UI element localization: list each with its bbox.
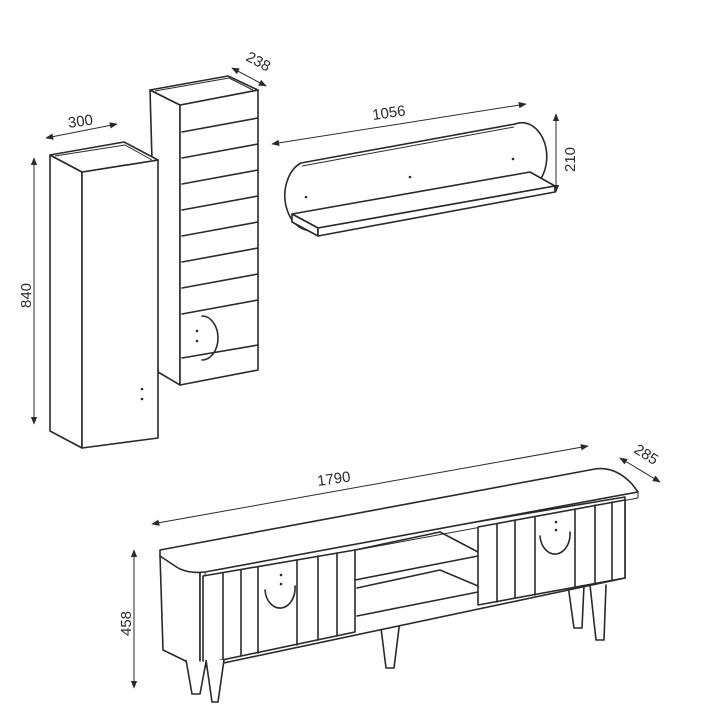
dimension-shelf-height: 210 (552, 113, 579, 193)
tv-stand (159, 467, 639, 703)
dimension-tv-height: 458 (118, 549, 138, 689)
dimension-cabinet-height: 840 (18, 157, 38, 425)
tall-cabinet (49, 141, 159, 449)
shelf-height-label: 210 (562, 147, 579, 172)
dimension-tv-depth: 285 (619, 441, 661, 483)
slatted-cabinet (149, 75, 259, 386)
tv-width-label: 1790 (316, 468, 351, 489)
tv-height-label: 458 (118, 611, 135, 636)
dimension-cabinet-width: 300 (45, 112, 118, 140)
cabinet-width-label: 300 (67, 112, 94, 132)
dimension-shelf-width: 1056 (271, 101, 527, 147)
shelf-width-label: 1056 (371, 102, 406, 123)
tv-depth-label: 285 (631, 441, 661, 469)
cabinet-height-label: 840 (18, 283, 35, 308)
slat-depth-label: 238 (243, 49, 273, 76)
wall-shelf (284, 121, 556, 237)
dimension-tv-width: 1790 (151, 444, 589, 526)
